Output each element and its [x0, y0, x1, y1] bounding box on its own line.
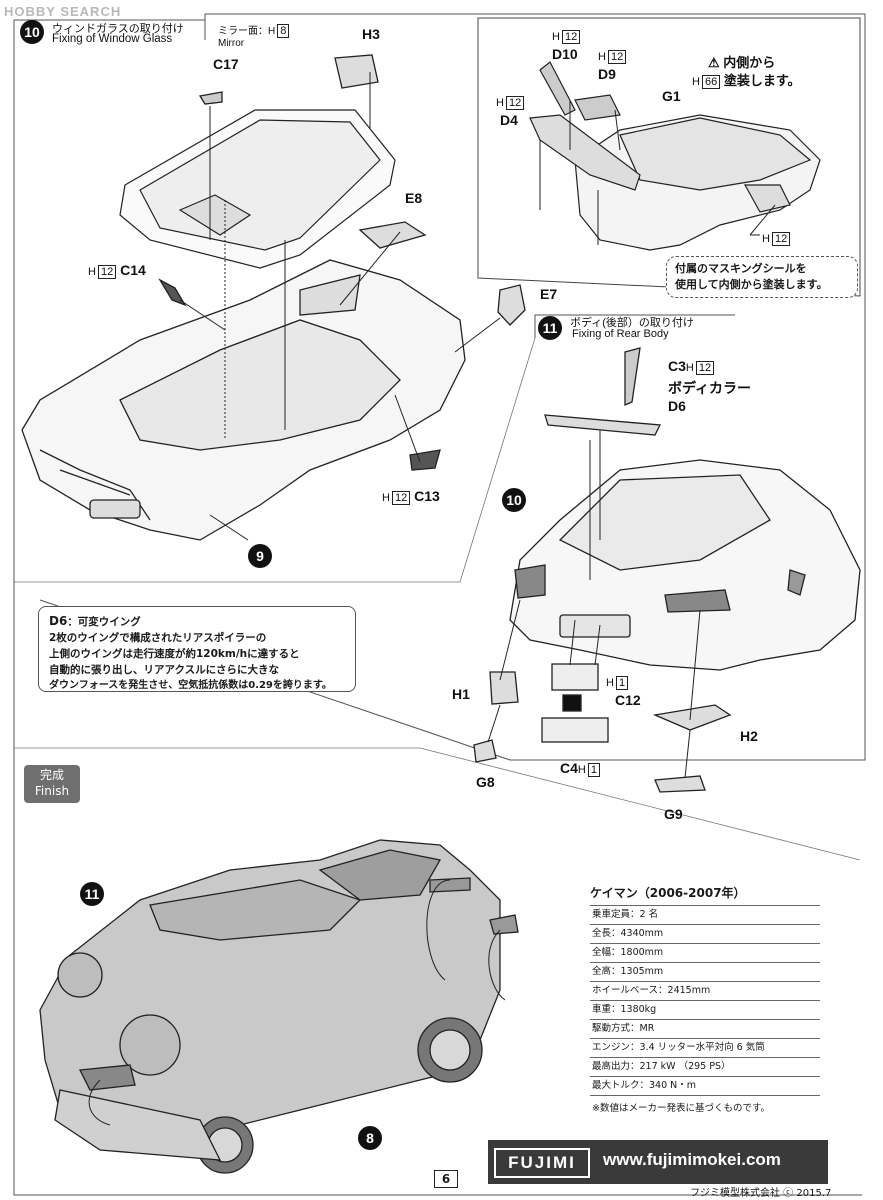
h-prefix-mask: H	[762, 233, 770, 245]
masking-note-box: 付属のマスキングシールを 使用して内側から塗装します。	[666, 256, 858, 298]
part-g9-label: G9	[664, 806, 683, 822]
step-11-title-en: Fixing of Rear Body	[572, 328, 669, 340]
h66-code: 66	[701, 75, 721, 89]
finish-jp: 完成	[39, 768, 64, 782]
spec-row: 乗車定員：2 名	[590, 905, 820, 924]
website-link[interactable]: www.fujimimokei.com	[603, 1150, 781, 1169]
h-prefix-g1: H	[692, 76, 700, 88]
watermark-text: HOBBY SEARCH	[4, 4, 122, 19]
part-c17-label: C17	[213, 56, 239, 72]
h-prefix-c3: H	[685, 362, 694, 374]
part-g8-label: G8	[476, 774, 495, 790]
part-d6-label: D6	[668, 398, 686, 414]
subassembly-9-badge: 9	[248, 544, 272, 568]
h-prefix-d4: H	[496, 97, 504, 109]
inside-paint-line1: 内側から	[723, 56, 776, 71]
spec-row: 車重：1380kg	[590, 1000, 820, 1019]
step-11-badge: 11	[538, 316, 562, 340]
h-prefix-c13: H	[382, 492, 390, 504]
mirror-en: Mirror	[218, 38, 245, 49]
mirror-note: ミラー面：H	[218, 26, 276, 37]
subassembly-11-badge: 11	[80, 882, 104, 906]
part-e7-label: E7	[540, 286, 558, 302]
d6-note-head: D6	[49, 614, 68, 628]
d6-note-head-jp: ：可変ウイング	[67, 616, 141, 628]
finish-tab: 完成 Finish	[24, 765, 80, 803]
spec-title: ケイマン（2006-2007年）	[590, 886, 746, 900]
spec-footnote: ※数値はメーカー発表に基づくものです。	[590, 1095, 820, 1118]
brand-logo: FUJIMI	[494, 1148, 590, 1178]
copyright-text: フジミ模型株式会社 ⓒ 2015.7	[690, 1188, 832, 1199]
body-color-label: ボディカラー	[668, 381, 752, 397]
h-prefix-c12: H	[606, 677, 614, 689]
front-body-drawing	[21, 54, 526, 541]
part-d9-label: D9	[598, 66, 616, 82]
d6-note-line-2: 上側のウイングは走行速度が約120km/hに達すると	[49, 648, 300, 660]
part-h3-label: H3	[362, 26, 380, 42]
masking-note-line1: 付属のマスキングシールを	[675, 262, 807, 275]
h-prefix-d9: H	[598, 51, 606, 63]
subassembly-8-badge: 8	[358, 1126, 382, 1150]
spec-row: エンジン：3.4 リッター水平対向 6 気筒	[590, 1038, 820, 1057]
spec-row: 最大トルク：340 N・m	[590, 1076, 820, 1095]
step-10-title-en: Fixing of Window Glass	[52, 33, 173, 45]
part-c3-label: C3	[668, 358, 686, 374]
part-c14-label: C14	[120, 262, 146, 278]
part-d10-label: D10	[552, 46, 578, 62]
inside-paint-line2: 塗装します。	[723, 74, 801, 89]
h12-code-c3: 12	[695, 361, 715, 375]
part-g1-label: G1	[662, 88, 681, 104]
window-glass-drawing	[119, 109, 396, 269]
h12-code-d9: 12	[607, 50, 627, 64]
rear-glass-drawing	[529, 61, 821, 251]
spec-row: 最高出力：217 kW （295 PS）	[590, 1057, 820, 1076]
d6-note-box: D6：可変ウイング 2枚のウイングで構成されたリアスポイラーの 上側のウイングは…	[38, 606, 356, 692]
spec-table: ケイマン（2006-2007年） 乗車定員：2 名 全長：4340mm 全幅：1…	[590, 880, 820, 1118]
spec-row: 全高：1305mm	[590, 962, 820, 981]
spec-row: 全幅：1800mm	[590, 943, 820, 962]
mirror-code: 8	[277, 24, 290, 38]
spec-row: ホイールベース：2415mm	[590, 981, 820, 1000]
part-c12-label: C12	[615, 692, 641, 708]
h1-code-c12: 1	[615, 676, 629, 690]
h12-code-d4: 12	[505, 96, 525, 110]
warning-icon: ⚠	[708, 55, 720, 70]
d6-note-line-3: 自動的に張り出し、リアアクスルにさらに大きな	[49, 664, 279, 676]
step-11-title-jp: ボディ(後部）の取り付け	[570, 317, 694, 329]
h1-code-c4: 1	[587, 763, 600, 777]
part-e8-label: E8	[405, 190, 423, 206]
page-number: 6	[434, 1170, 458, 1188]
step-10-badge: 10	[20, 20, 44, 44]
step-10-title-jp: ウィンドガラスの取り付け	[52, 23, 184, 35]
part-c4-label: C4	[560, 760, 578, 776]
d6-note-line-1: 2枚のウイングで構成されたリアスポイラーの	[49, 632, 267, 644]
h12-code-c13: 12	[391, 491, 411, 505]
finish-en: Finish	[34, 784, 70, 798]
finished-car-drawing	[39, 839, 519, 1174]
part-d4-label: D4	[500, 112, 518, 128]
rear-body-drawing	[473, 347, 861, 793]
spec-row: 駆動方式：MR	[590, 1019, 820, 1038]
d6-note-line-4: ダウンフォースを発生させ、空気抵抗係数は0.29を誇ります。	[49, 680, 332, 691]
subassembly-10-badge: 10	[502, 488, 526, 512]
h-prefix-d10: H	[552, 31, 560, 43]
part-h2-label: H2	[740, 728, 758, 744]
h12-code-mask: 12	[771, 232, 791, 246]
h-prefix-c14: H	[88, 266, 96, 278]
masking-note-line2: 使用して内側から塗装します。	[675, 278, 828, 291]
part-h1-label: H1	[452, 686, 470, 702]
h12-code-c14: 12	[97, 265, 117, 279]
spec-row: 全長：4340mm	[590, 924, 820, 943]
h12-code-d10: 12	[561, 30, 581, 44]
part-c13-label: C13	[414, 488, 440, 504]
h-prefix-c4: H	[577, 764, 586, 776]
